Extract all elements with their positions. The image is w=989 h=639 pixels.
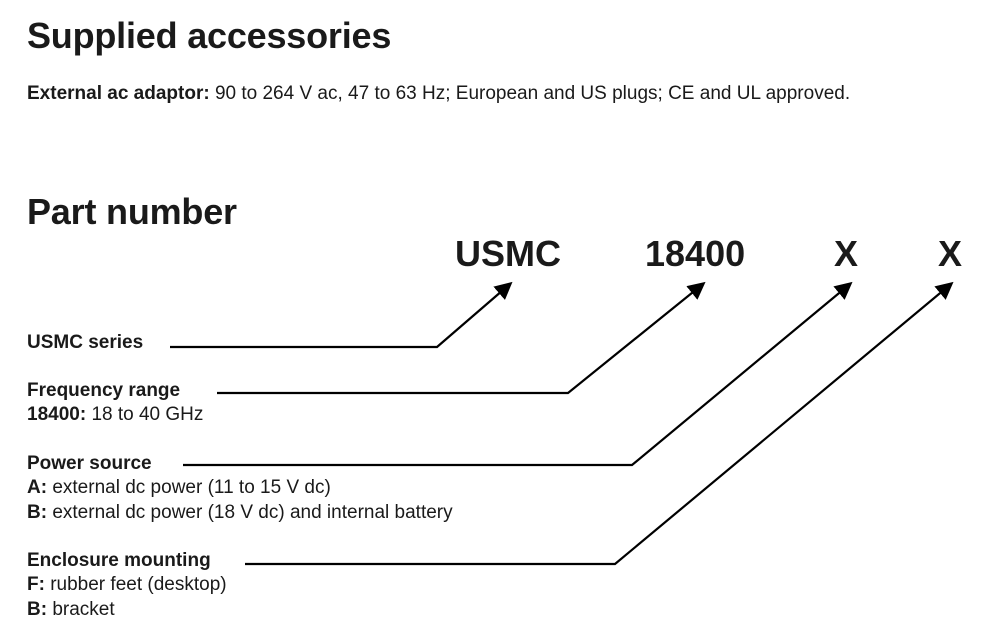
enclosure-option-b-text: bracket [47, 599, 115, 620]
code-frequency: 18400 [645, 233, 746, 274]
enclosure-option-b: B: bracket [27, 600, 115, 619]
frequency-option-key: 18400: [27, 404, 87, 425]
adaptor-line: External ac adaptor: 90 to 264 V ac, 47 … [27, 84, 850, 103]
enclosure-title: Enclosure mounting [27, 550, 211, 571]
enclosure-option-f-text: rubber feet (desktop) [44, 574, 227, 595]
power-option-b-key: B: [27, 502, 48, 523]
power-option-a-key: A: [27, 477, 48, 498]
arrow-power [183, 281, 853, 467]
part-number-heading: Part number [27, 191, 237, 232]
code-power: X [834, 233, 859, 274]
power-option-b-text: external dc power (18 V dc) and internal… [47, 502, 453, 523]
adaptor-text: 90 to 264 V ac, 47 to 63 Hz; European an… [209, 83, 851, 104]
arrow-frequency [217, 281, 706, 395]
code-enclosure: X [938, 233, 963, 274]
frequency-option: 18400: 18 to 40 GHz [27, 405, 203, 424]
power-option-b: B: external dc power (18 V dc) and inter… [27, 503, 453, 522]
frequency-option-text: 18 to 40 GHz [86, 404, 204, 425]
arrow-enclosure [245, 281, 954, 566]
adaptor-label: External ac adaptor: [27, 83, 210, 104]
power-option-a-text: external dc power (11 to 15 V dc) [47, 477, 331, 498]
series-title: USMC series [27, 332, 144, 353]
supplied-accessories-heading: Supplied accessories [27, 15, 392, 56]
enclosure-option-f-key: F: [27, 574, 45, 595]
power-option-a: A: external dc power (11 to 15 V dc) [27, 478, 331, 497]
code-series: USMC [455, 233, 561, 274]
enclosure-option-b-key: B: [27, 599, 48, 620]
enclosure-option-f: F: rubber feet (desktop) [27, 575, 227, 594]
arrow-series [170, 281, 513, 349]
power-title: Power source [27, 453, 152, 474]
frequency-title: Frequency range [27, 380, 181, 401]
